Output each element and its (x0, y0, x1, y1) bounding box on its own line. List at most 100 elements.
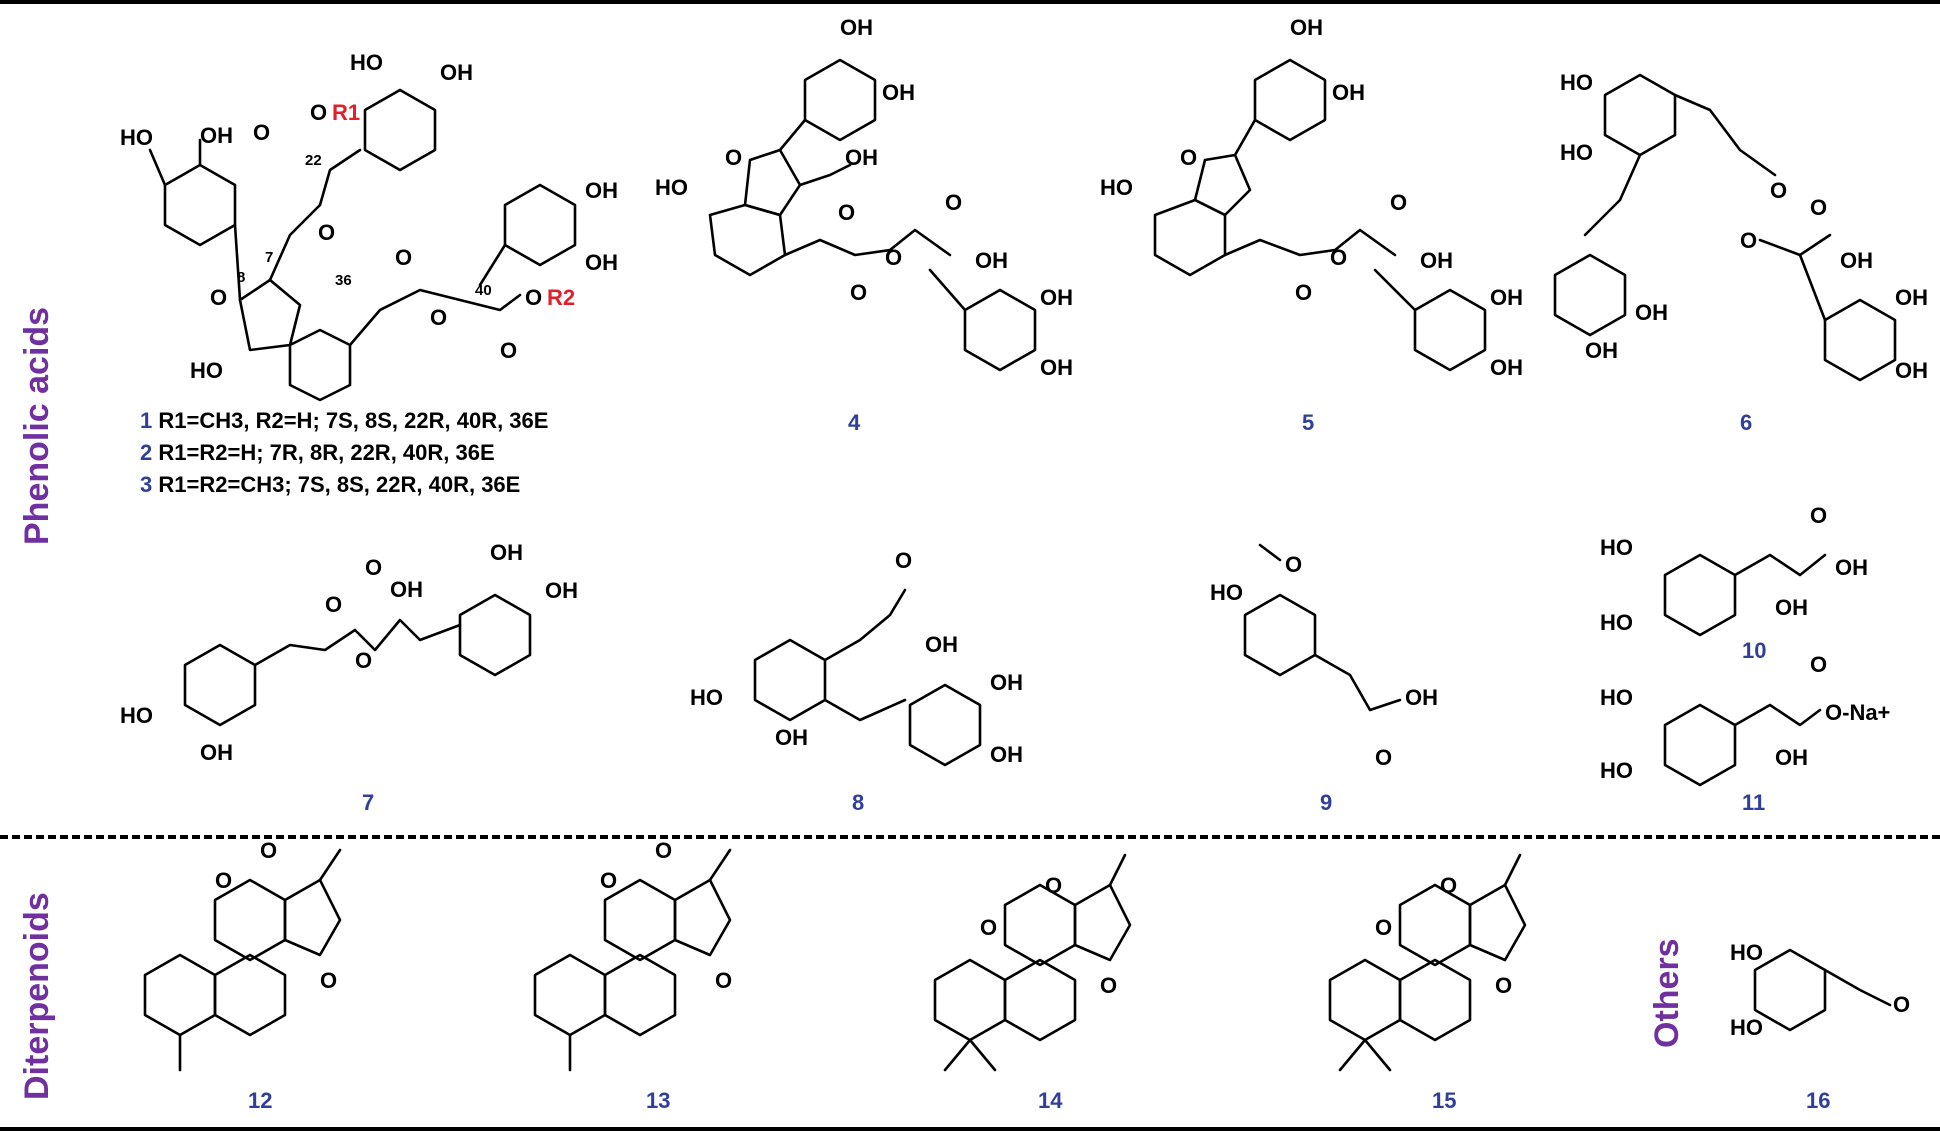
chain-10 (1733, 553, 1827, 577)
atom-oh: OH (545, 578, 578, 603)
atom-oh: OH (585, 178, 618, 203)
atom-o: O (1295, 280, 1312, 305)
ring-8a (753, 638, 827, 722)
compound-number-15: 15 (1432, 1088, 1457, 1113)
atom-oh: OH (585, 250, 618, 275)
locant-22: 22 (305, 152, 322, 169)
atom-o: O (215, 868, 232, 893)
atom-ho: HO (1730, 1015, 1763, 1040)
ring-16 (1753, 948, 1827, 1032)
atom-oh: OH (490, 540, 523, 565)
bond (1798, 253, 1827, 322)
atom-or1: O (310, 100, 327, 125)
chain-4 (783, 228, 952, 257)
bond (943, 1038, 972, 1072)
bond (1108, 853, 1127, 887)
legend-line-1: 1 R1=CH3, R2=H; 7S, 8S, 22R, 40R, 36E (140, 405, 548, 437)
atom-oh: OH (882, 80, 915, 105)
atom-oh: OH (1775, 595, 1808, 620)
chain-5 (1223, 228, 1397, 257)
atom-oh: OH (1290, 15, 1323, 40)
structure-7: HO OH O O O OH OH OH (120, 540, 578, 765)
ring-4c (963, 288, 1037, 372)
ring-1a (163, 163, 237, 247)
atom-o: O (838, 200, 855, 225)
chain-1b (348, 288, 522, 347)
ring-7b (458, 593, 532, 677)
ring-13a (533, 953, 607, 1037)
chain-16 (1823, 968, 1892, 1007)
atom-oh: OH (1895, 358, 1928, 383)
atom-o: O (1770, 178, 1787, 203)
ring-4b (708, 203, 787, 277)
ring-5b (1153, 198, 1227, 277)
atom-o: O (355, 648, 372, 673)
ring-15a (1328, 958, 1402, 1042)
compound-number-7: 7 (362, 790, 375, 815)
atom-o: O (320, 968, 337, 993)
atom-o-na: O-Na+ (1825, 700, 1890, 725)
atom-o: O (318, 220, 335, 245)
bond (1363, 1038, 1392, 1072)
legend-num-2: 2 (140, 440, 153, 465)
bond (708, 848, 732, 882)
atom-o: O (1810, 652, 1827, 677)
bond (148, 148, 167, 187)
atom-o: O (895, 548, 912, 573)
atom-or2: O (525, 285, 542, 310)
atom-ho: HO (1600, 758, 1633, 783)
bond (798, 163, 852, 187)
compound-number-12: 12 (248, 1088, 273, 1113)
atom-o: O (1440, 873, 1457, 898)
compound-number-6: 6 (1740, 410, 1753, 435)
bottom-rule (0, 1127, 1940, 1131)
atom-oh: OH (840, 15, 873, 40)
atom-o: O (655, 838, 672, 863)
ring-5a (1253, 58, 1327, 142)
atom-oh: OH (775, 725, 808, 750)
atom-oh: OH (1332, 80, 1365, 105)
atom-oh: OH (1490, 355, 1523, 380)
atom-oh: OH (200, 740, 233, 765)
chain-6a (1673, 93, 1777, 177)
atom-oh: OH (1775, 745, 1808, 770)
atom-o: O (395, 245, 412, 270)
atom-oh: OH (1040, 285, 1073, 310)
legend-line-3: 3 R1=R2=CH3; 7S, 8S, 22R, 40R, 36E (140, 469, 548, 501)
chain-6c (1583, 153, 1642, 237)
atom-ho: HO (190, 358, 223, 383)
locant-40: 40 (475, 282, 492, 299)
atom-oh: OH (440, 60, 473, 85)
ring-13b (603, 953, 677, 1037)
chain-11 (1733, 703, 1822, 727)
atom-ho: HO (120, 703, 153, 728)
atom-o: O (1390, 190, 1407, 215)
atom-o: O (253, 120, 270, 145)
ring-11 (1663, 703, 1737, 787)
ring-14c (1003, 883, 1077, 967)
atom-o: O (715, 968, 732, 993)
ring-10 (1663, 553, 1737, 637)
compound-number-8: 8 (852, 790, 865, 815)
compound-number-14: 14 (1038, 1088, 1063, 1113)
compound-number-5: 5 (1302, 410, 1315, 435)
bond (968, 1038, 997, 1072)
atom-oh: OH (1490, 285, 1523, 310)
compound-number-11: 11 (1742, 790, 1766, 815)
ring-4a (803, 58, 877, 142)
atom-oh: OH (1895, 285, 1928, 310)
structure-14: O O O (933, 853, 1132, 1072)
atom-oh: OH (990, 742, 1023, 767)
structure-11: HO HO O O-Na+ OH (1600, 652, 1890, 787)
atom-r2: R2 (547, 285, 575, 310)
ring-14b (1003, 958, 1077, 1042)
bond (233, 223, 242, 302)
ring-14a (933, 958, 1007, 1042)
bond (1503, 853, 1522, 887)
atom-oh: OH (1040, 355, 1073, 380)
atom-ho: HO (1210, 580, 1243, 605)
ring-6c (1553, 253, 1627, 337)
top-rule (0, 0, 1940, 4)
atom-o: O (210, 285, 227, 310)
